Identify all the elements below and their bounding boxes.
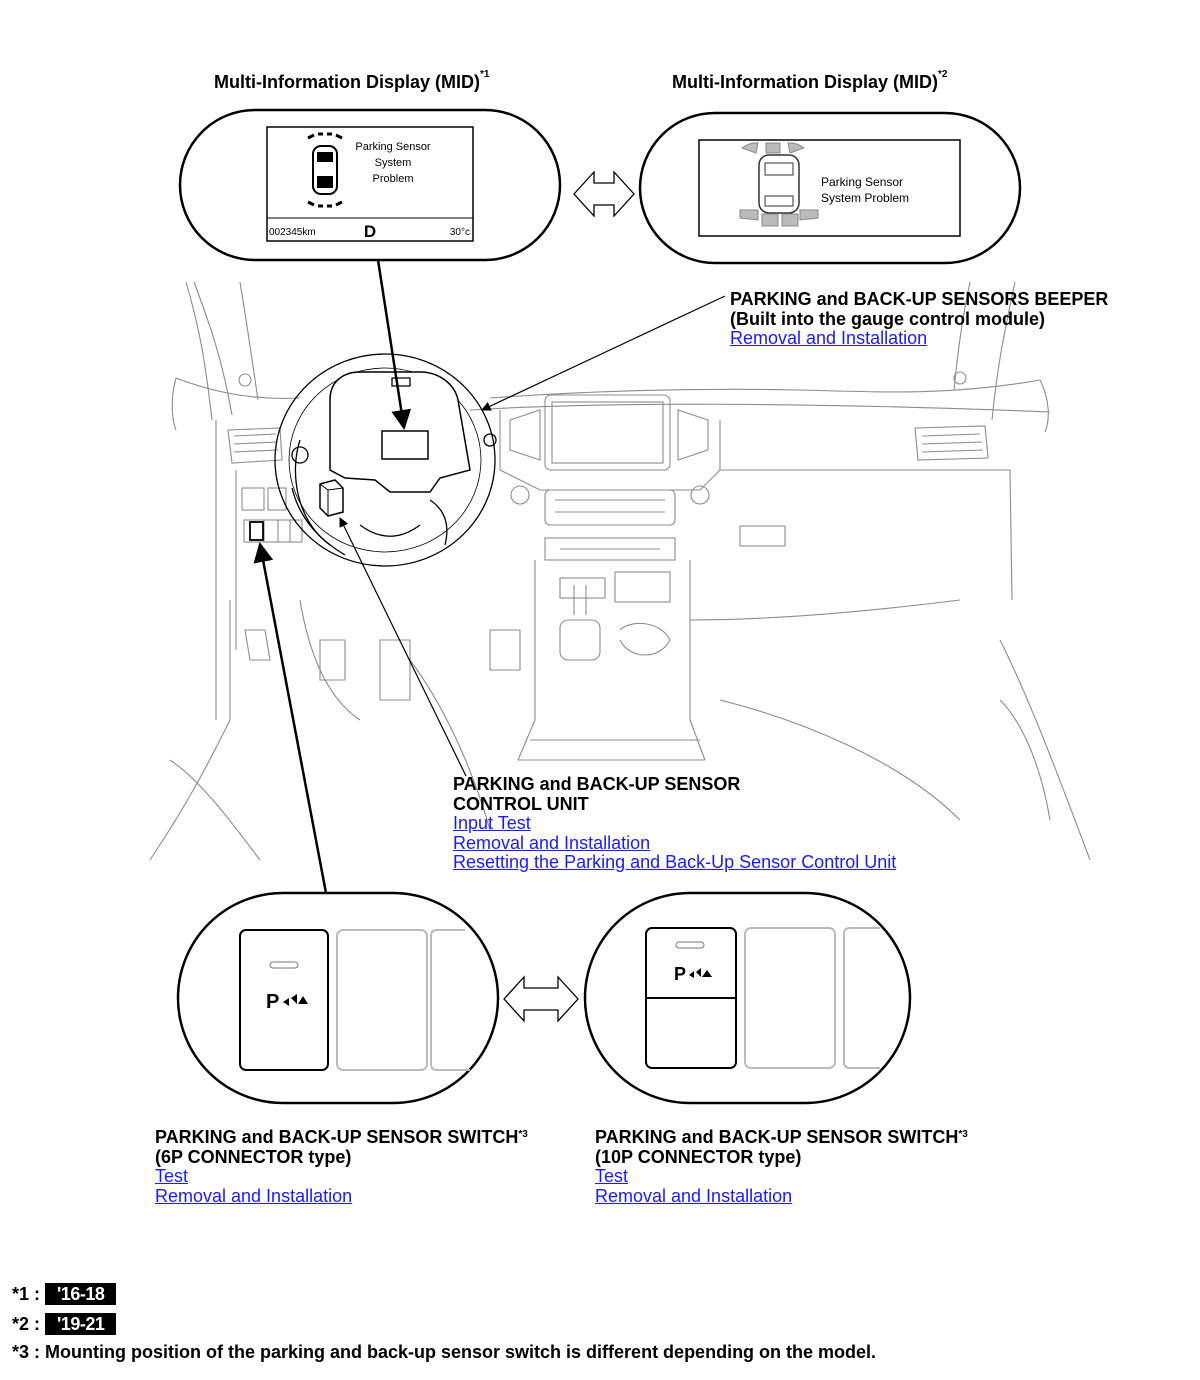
footnote-1-badge: '16-18 <box>45 1283 117 1305</box>
mid1-callout: Parking Sensor System Problem 002345km D… <box>178 108 562 262</box>
switch-10p-removal-link[interactable]: Removal and Installation <box>595 1185 793 1206</box>
switch-10p-label: PARKING and BACK-UP SENSOR SWITCH*3 (10P… <box>595 1127 968 1206</box>
mid2-title-text: Multi-Information Display (MID) <box>672 72 938 92</box>
mid1-odometer: 002345km <box>269 227 316 238</box>
control-unit-subtitle: CONTROL UNIT <box>453 793 589 814</box>
mid1-screen-line-3: Problem <box>373 173 414 185</box>
parking-sensor-icon: P <box>266 991 279 1013</box>
switch-6p-title: PARKING and BACK-UP SENSOR SWITCH <box>155 1127 519 1147</box>
dashboard-sketch <box>149 281 1091 861</box>
mid1-screen-line-1: Parking Sensor <box>355 141 431 153</box>
mid2-screen-line-1: Parking Sensor <box>821 175 903 189</box>
mid1-title: Multi-Information Display (MID)*1 <box>214 69 490 93</box>
switch-10p-title: PARKING and BACK-UP SENSOR SWITCH <box>595 1127 959 1147</box>
switch-6p-callout: P <box>176 891 500 1105</box>
mid1-temperature: 30°c <box>450 227 470 238</box>
control-unit-title: PARKING and BACK-UP SENSOR <box>453 774 741 794</box>
beeper-leader-line <box>481 295 726 411</box>
mid1-title-footnote-mark: *1 <box>479 69 490 80</box>
double-arrow-icon <box>573 170 635 218</box>
steering-wheel <box>274 353 497 567</box>
footnote-1: *1 : '16-18 <box>12 1283 117 1305</box>
switch-marker <box>249 521 264 541</box>
footnote-3-text: Mounting position of the parking and bac… <box>45 1342 877 1362</box>
switch-10p-test-link[interactable]: Test <box>595 1166 629 1186</box>
mid2-title-footnote-mark: *2 <box>937 69 948 80</box>
control-unit-removal-link[interactable]: Removal and Installation <box>453 832 651 853</box>
mid1-title-text: Multi-Information Display (MID) <box>214 72 480 92</box>
switch-6p-label: PARKING and BACK-UP SENSOR SWITCH*3 (6P … <box>155 1127 528 1206</box>
control-unit-reset-link[interactable]: Resetting the Parking and Back-Up Sensor… <box>453 852 897 872</box>
mid-leader-line <box>376 259 412 430</box>
car-top-view-icon <box>739 142 819 227</box>
car-top-view-icon <box>307 132 343 208</box>
switch-10p-subtitle: (10P CONNECTOR type) <box>595 1146 802 1167</box>
control-unit-leader-line <box>339 517 467 777</box>
beeper-title: PARKING and BACK-UP SENSORS BEEPER <box>730 289 1109 309</box>
mid1-gear: D <box>364 222 376 241</box>
footnote-2-mark: *2 : <box>12 1314 41 1334</box>
parking-sensor-icon: P <box>674 964 686 984</box>
control-unit-input-test-link[interactable]: Input Test <box>453 813 531 833</box>
mid2-title: Multi-Information Display (MID)*2 <box>672 69 948 93</box>
footnote-2: *2 : '19-21 <box>12 1313 117 1335</box>
footnote-3-mark: *3 : <box>12 1342 41 1362</box>
control-unit-label: PARKING and BACK-UP SENSOR CONTROL UNIT … <box>453 774 897 873</box>
footnote-1-mark: *1 : <box>12 1284 41 1304</box>
control-unit-marker <box>319 479 344 517</box>
switch-6p-subtitle: (6P CONNECTOR type) <box>155 1146 352 1167</box>
beeper-subtitle: (Built into the gauge control module) <box>730 308 1045 329</box>
switch-6p-test-link[interactable]: Test <box>155 1166 189 1186</box>
switch-leader-line <box>253 542 328 894</box>
beeper-removal-link[interactable]: Removal and Installation <box>730 328 928 348</box>
switch-10p-footnote-mark: *3 <box>958 1129 968 1140</box>
beeper-label: PARKING and BACK-UP SENSORS BEEPER (Buil… <box>730 289 1109 349</box>
switch-10p-callout: P <box>583 891 912 1105</box>
switch-6p-removal-link[interactable]: Removal and Installation <box>155 1185 353 1206</box>
switch-6p-footnote-mark: *3 <box>518 1129 528 1140</box>
mid1-screen-line-2: System <box>375 157 412 169</box>
double-arrow-icon <box>503 975 579 1023</box>
mid2-callout: Parking Sensor System Problem <box>638 111 1022 265</box>
mid2-screen-line-2: System Problem <box>821 191 909 205</box>
footnote-2-badge: '19-21 <box>45 1313 117 1335</box>
gauge-mid-marker <box>381 430 429 460</box>
footnote-3: *3 : Mounting position of the parking an… <box>12 1342 876 1363</box>
